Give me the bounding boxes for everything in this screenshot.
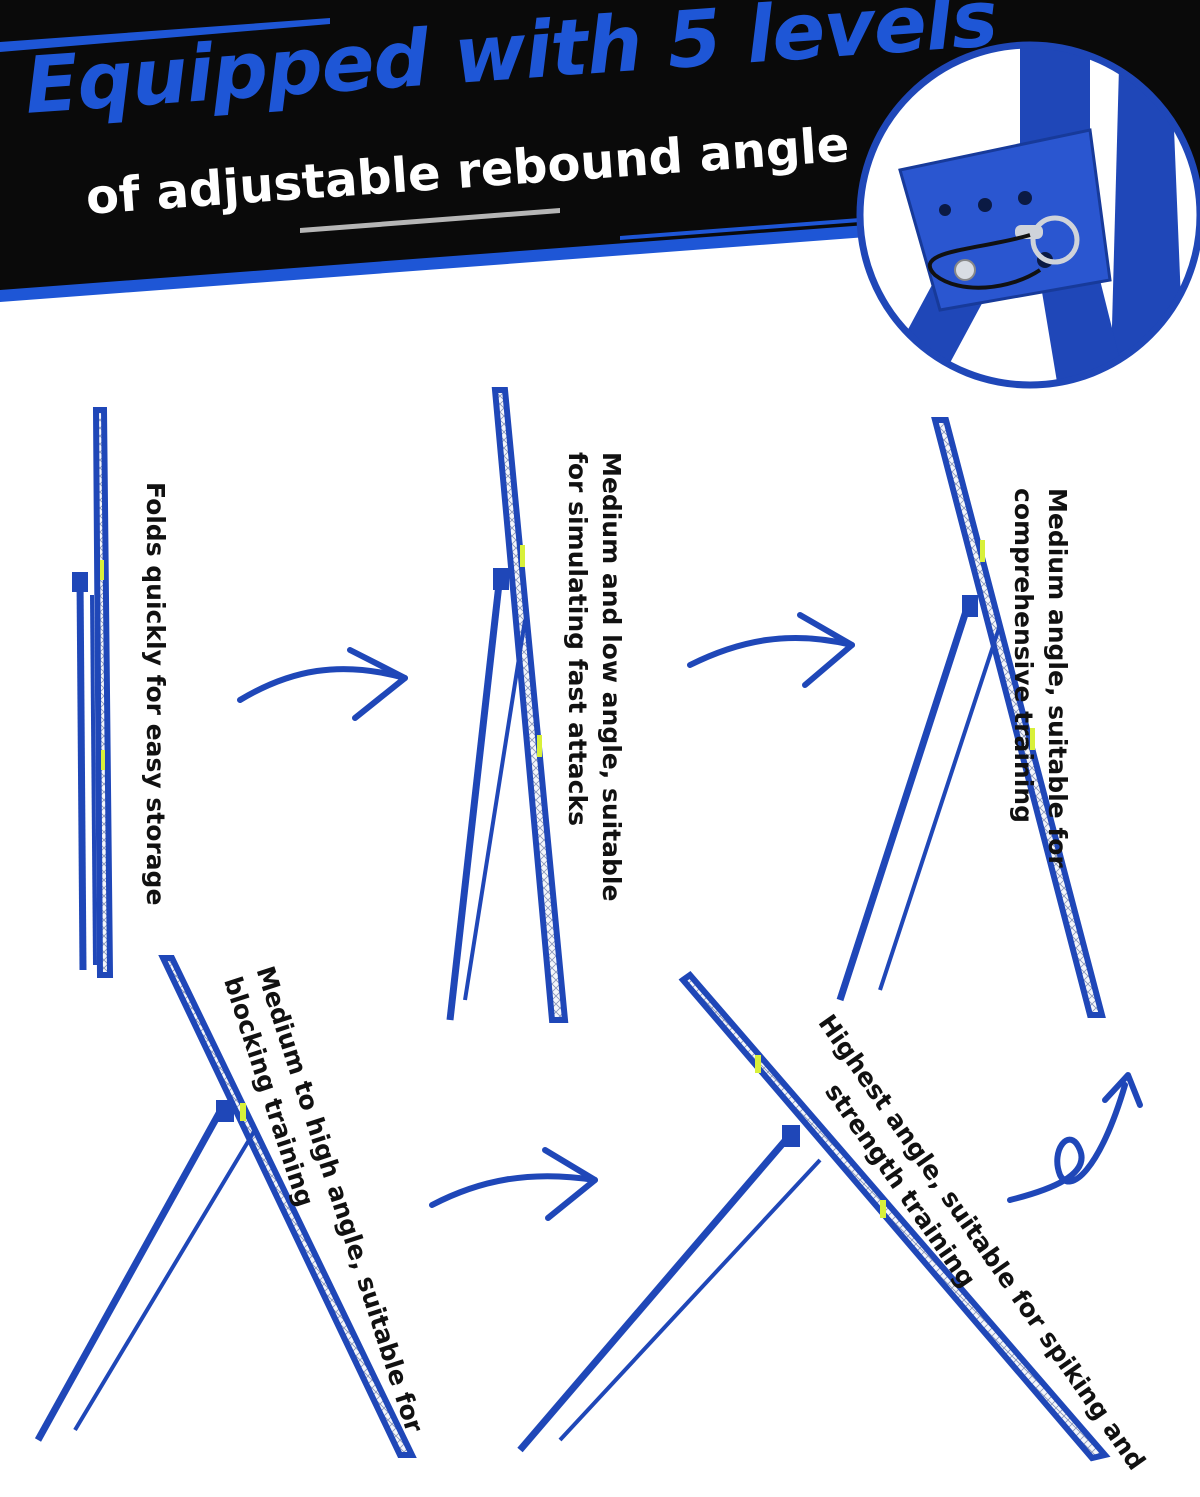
rebounder-highest [517, 970, 1111, 1462]
hinge-detail-photo [856, 41, 1200, 389]
rebounder-medium-low [446, 387, 569, 1023]
arrow-icon [687, 612, 855, 688]
level-3-label: Medium angle, suitable for comprehensive… [1009, 488, 1072, 868]
rebounder-medium-high [34, 955, 417, 1458]
arrow-icon [237, 647, 408, 721]
rebounder-medium [836, 417, 1106, 1018]
level-2-label: Medium and low angle, suitable for simul… [563, 452, 626, 902]
loop-arrow-icon [1007, 1072, 1143, 1203]
rebounder-folded [72, 407, 114, 978]
level-1-label: Folds quickly for easy storage [141, 482, 170, 906]
arrow-icon [429, 1147, 598, 1221]
